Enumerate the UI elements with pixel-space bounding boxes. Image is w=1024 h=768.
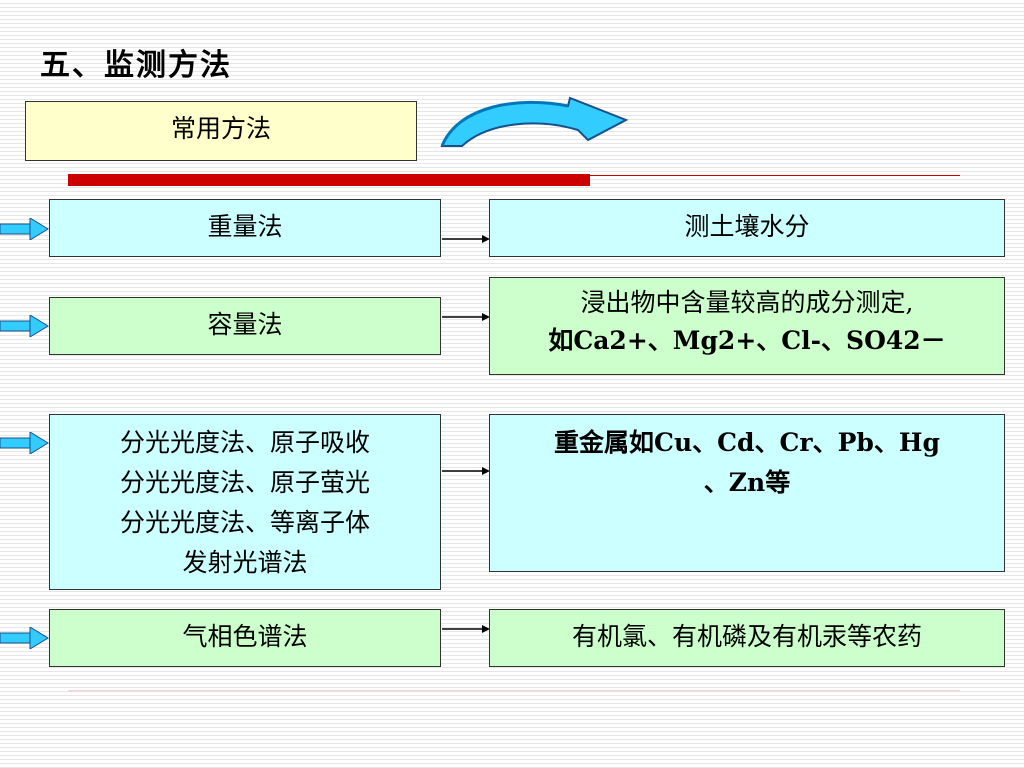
target-label-line1: 重金属如Cu、Cd、Cr、Pb、Hg (554, 428, 940, 457)
target-box-leachate: 浸出物中含量较高的成分测定, 如Ca2+、Mg2+、Cl-、SO42－ (489, 277, 1005, 375)
method-box-gas-chromatography: 气相色谱法 (49, 609, 441, 667)
target-box-heavy-metals: 重金属如Cu、Cd、Cr、Pb、Hg 、Zn等 (489, 414, 1005, 572)
red-divider-line (590, 175, 960, 176)
method-label: 重量法 (207, 212, 283, 241)
method-line-3: 分光光度法、等离子体 (119, 508, 370, 537)
bottom-divider (68, 690, 960, 692)
connector-arrow-icon (442, 467, 490, 475)
method-label: 容量法 (207, 310, 283, 339)
common-methods-label: 常用方法 (170, 113, 271, 143)
target-box-pesticides: 有机氯、有机磷及有机汞等农药 (489, 609, 1005, 667)
method-box-spectrophotometry: 分光光度法、原子吸收 分光光度法、原子萤光 分光光度法、等离子体 发射光谱法 (49, 414, 441, 590)
target-box-soil-moisture: 测土壤水分 (489, 199, 1005, 257)
page-title: 五、监测方法 (40, 48, 232, 83)
target-label: 测土壤水分 (684, 212, 810, 241)
target-label-line1: 浸出物中含量较高的成分测定, (580, 288, 914, 317)
target-label-line2: 、Zn等 (703, 468, 791, 497)
method-label: 气相色谱法 (182, 622, 308, 651)
side-arrow-icon (0, 432, 49, 454)
target-label: 有机氯、有机磷及有机汞等农药 (571, 622, 922, 651)
method-line-1: 分光光度法、原子吸收 (119, 428, 370, 457)
method-box-volumetric: 容量法 (49, 297, 441, 355)
method-line-2: 分光光度法、原子萤光 (119, 468, 370, 497)
side-arrow-icon (0, 315, 49, 337)
side-arrow-icon (0, 218, 49, 240)
connector-arrow-icon (442, 625, 490, 633)
common-methods-box: 常用方法 (25, 101, 417, 161)
side-arrow-icon (0, 627, 49, 649)
method-line-4: 发射光谱法 (182, 548, 308, 577)
target-label-line2: 如Ca2+、Mg2+、Cl-、SO42－ (548, 326, 946, 355)
red-divider-bar (68, 174, 590, 186)
curved-arrow-icon (440, 96, 629, 147)
connector-arrow-icon (442, 235, 490, 243)
method-box-gravimetric: 重量法 (49, 199, 441, 257)
connector-arrow-icon (442, 313, 490, 321)
